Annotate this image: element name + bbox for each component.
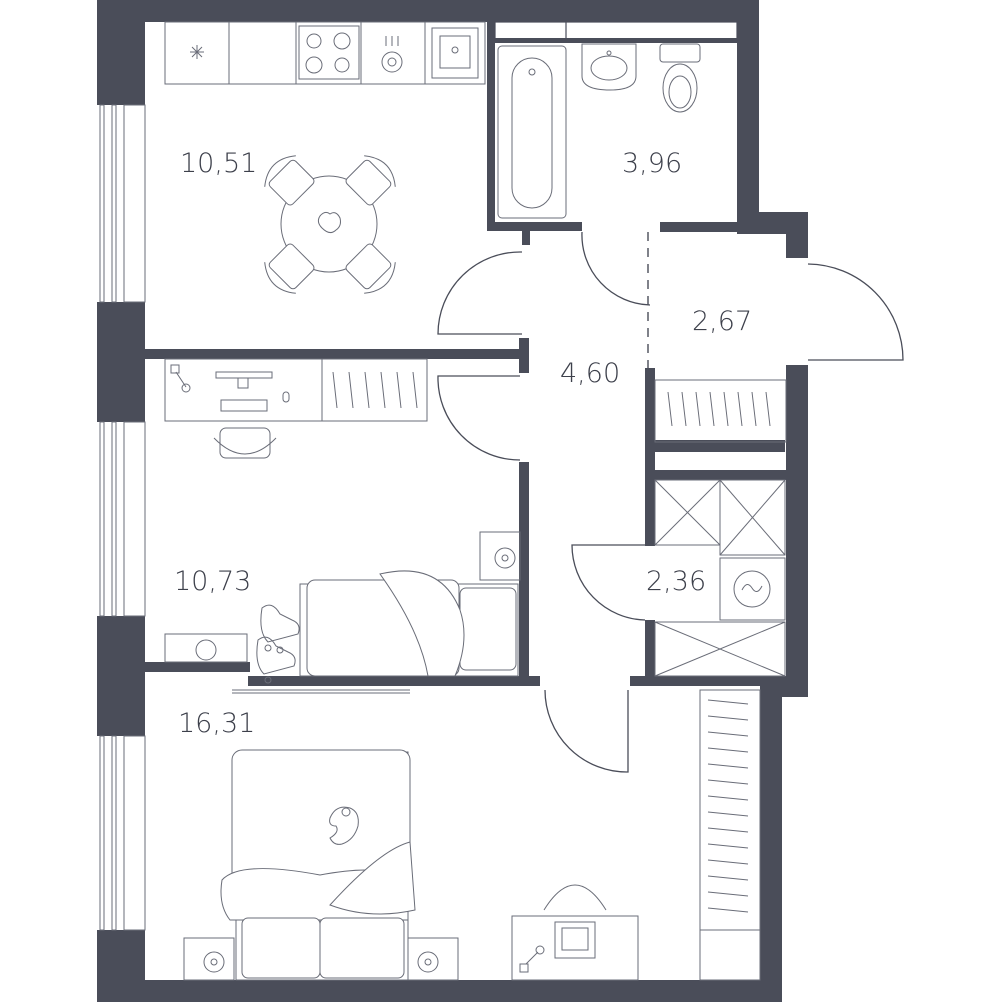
walls — [97, 0, 808, 1002]
large-bedroom-area-label: 16,31 — [178, 708, 255, 739]
bathroom-furniture — [497, 43, 701, 219]
storage-furniture — [654, 479, 786, 677]
storage-area-label: 2,36 — [646, 566, 706, 597]
toilet-icon — [659, 43, 701, 113]
nightstand-icon — [164, 633, 248, 663]
washing-machine-icon — [719, 557, 786, 621]
chair-icon — [213, 427, 277, 459]
fan-icon-left — [183, 937, 235, 981]
small-bedroom-furniture — [164, 358, 521, 684]
sink-icon — [431, 27, 479, 79]
doors — [437, 231, 904, 773]
small-bedroom-area-label: 10,73 — [174, 566, 251, 597]
bathroom-area-label: 3,96 — [622, 148, 682, 179]
cat-icon — [329, 806, 359, 845]
wardrobe-hall — [654, 379, 787, 443]
wardrobe-icon — [699, 689, 761, 981]
computer-icon — [215, 371, 290, 412]
kitchen-area-label: 10,51 — [180, 148, 257, 179]
kitchen-furniture — [164, 21, 486, 294]
work-desk-icon — [511, 884, 639, 981]
fan-icon-right — [407, 937, 459, 981]
corridor-area-label: 4,60 — [560, 358, 620, 389]
tap-icon — [381, 36, 403, 73]
skates-icon — [256, 604, 300, 684]
double-bed-icon — [220, 749, 416, 981]
cooktop-icon — [298, 25, 360, 80]
washbasin-icon — [581, 43, 637, 91]
area-labels: 10,51 3,96 2,67 4,60 10,73 2,36 16,31 — [174, 148, 752, 739]
bed-icon — [299, 570, 519, 677]
fan-icon — [479, 531, 521, 581]
hall-small-area-label: 2,67 — [692, 306, 752, 337]
bathtub-icon — [497, 45, 567, 219]
dining-table-icon — [264, 155, 396, 294]
large-bedroom-furniture — [183, 689, 761, 981]
desk-lamp-icon — [170, 364, 191, 393]
fridge-icon — [190, 45, 204, 59]
